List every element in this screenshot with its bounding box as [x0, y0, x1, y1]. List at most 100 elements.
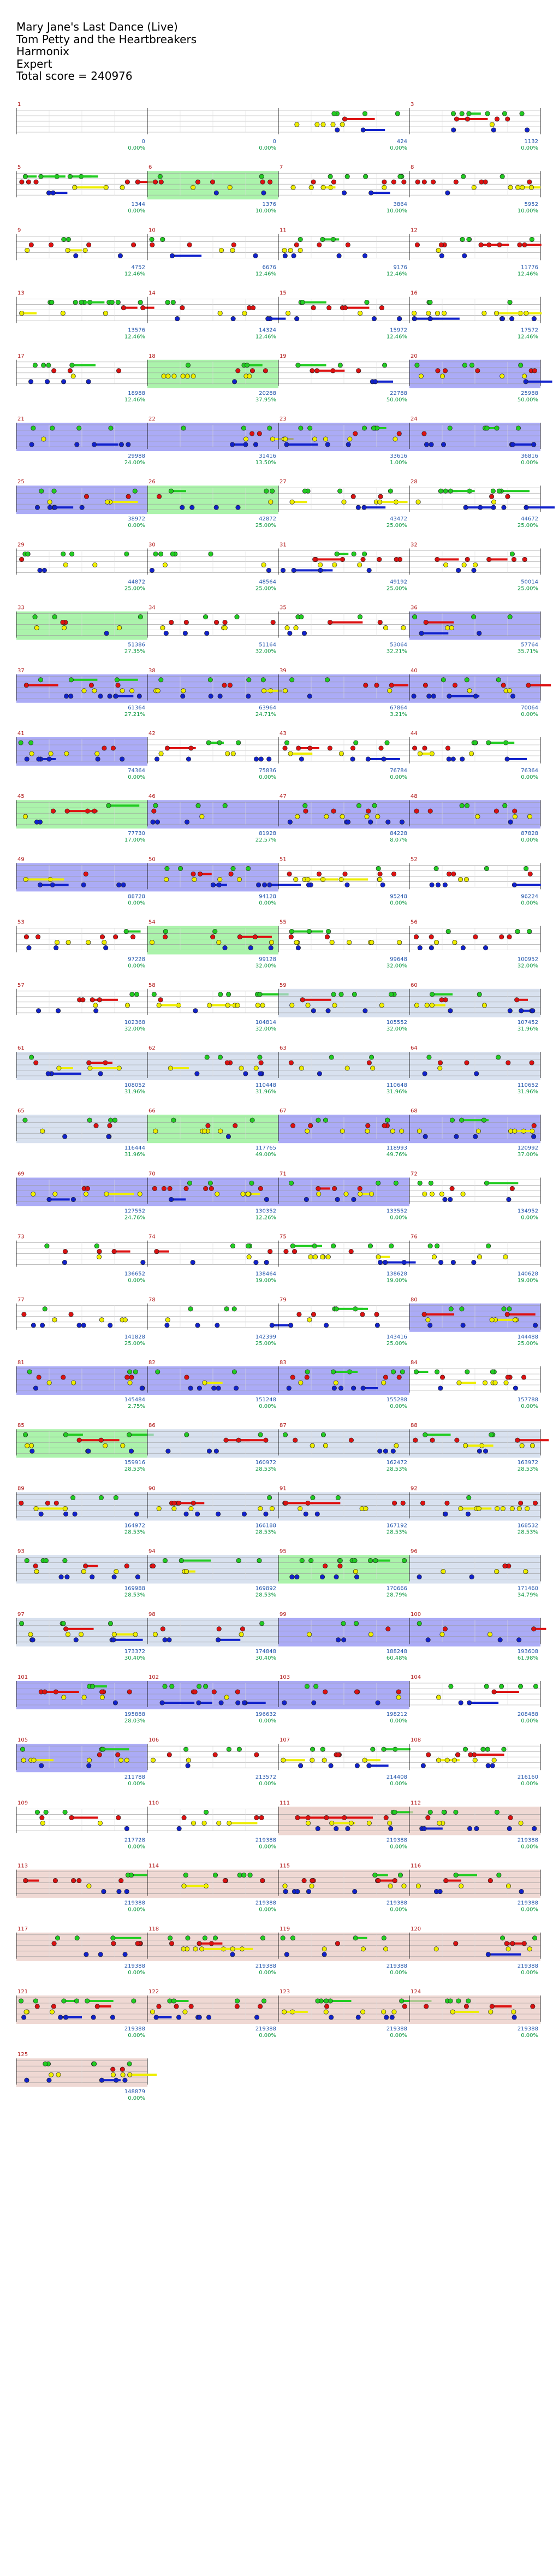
note-gem [316, 1117, 321, 1123]
note-gem [47, 499, 52, 505]
note-gem [489, 122, 495, 127]
note-gem [188, 1306, 193, 1312]
measure-number: 94 [148, 1549, 156, 1555]
note-gem [216, 1626, 222, 1632]
sustain-tail [501, 490, 530, 493]
note-gem [507, 934, 512, 940]
note-gem [40, 1323, 45, 1328]
note-gem [83, 1564, 88, 1569]
note-gem [448, 488, 453, 494]
note-gem [169, 1941, 175, 1946]
note-gem [206, 2015, 212, 2020]
note-gem [22, 1117, 28, 1123]
note-gem [83, 871, 88, 877]
sustain-tail [368, 1764, 389, 1767]
note-gem [86, 1884, 92, 1889]
note-gem [342, 305, 348, 311]
note-gem [424, 1003, 430, 1008]
sustain-tail [156, 2016, 172, 2018]
note-gem [507, 1306, 512, 1312]
note-gem [509, 551, 515, 556]
note-gem [52, 505, 58, 510]
note-gem [324, 1998, 329, 2004]
note-gem [225, 751, 230, 756]
note-gem [261, 688, 267, 694]
note-gem [90, 1684, 96, 1689]
note-gem [335, 1941, 340, 1946]
note-gem [503, 1380, 509, 1385]
note-gem [217, 311, 223, 316]
note-gem [459, 803, 465, 808]
note-gem [421, 1312, 427, 1317]
note-gem [233, 1123, 238, 1128]
note-gem [99, 1317, 104, 1323]
sustain-tail [167, 747, 196, 749]
running-score: 219388 [518, 1963, 538, 1969]
note-gem [441, 677, 446, 683]
note-gem [429, 882, 435, 887]
overdrive-percent: 10.00% [255, 208, 276, 214]
note-gem [41, 363, 46, 368]
note-gem [203, 614, 209, 620]
note-gem [381, 1380, 386, 1385]
note-gem [258, 1432, 263, 1437]
note-gem [439, 1632, 445, 1637]
note-gem [358, 311, 363, 316]
note-gem [139, 1385, 145, 1391]
note-gem [24, 2077, 29, 2083]
measure-number: 124 [411, 1989, 421, 1995]
note-gem [283, 1249, 289, 1254]
measure-number: 117 [17, 1926, 28, 1932]
sustain-tail [437, 558, 459, 561]
note-gem [335, 1495, 341, 1500]
note-gem [258, 2004, 263, 2009]
note-gem [323, 1443, 329, 1448]
running-score: 219388 [255, 1963, 276, 1969]
note-gem [108, 1323, 113, 1328]
note-gem [174, 2004, 179, 2009]
running-score: 136652 [124, 1271, 145, 1277]
note-gem [290, 1243, 295, 1249]
note-gem [354, 1574, 360, 1580]
note-gem [287, 631, 293, 636]
note-gem [389, 992, 394, 997]
measure-number: 81 [17, 1360, 25, 1366]
overdrive-percent: 0.00% [521, 1907, 538, 1913]
note-gem [363, 1506, 368, 1511]
note-gem [34, 1569, 39, 1574]
note-gem [344, 174, 350, 179]
measure-number: 8 [411, 164, 414, 170]
sustain-tail [171, 1502, 205, 1505]
measure-number: 63 [280, 1045, 287, 1051]
note-gem [347, 436, 353, 442]
sustain-tail [298, 364, 326, 366]
note-gem [513, 1385, 518, 1391]
note-gem [348, 1820, 354, 1826]
overdrive-percent: 0.00% [390, 900, 407, 906]
note-gem [288, 934, 294, 940]
note-gem [391, 871, 397, 877]
note-gem [264, 488, 269, 494]
note-gem [244, 363, 250, 368]
note-gem [388, 1826, 394, 1831]
measure-number: 51 [280, 856, 287, 862]
sustain-tail [66, 1434, 83, 1436]
sustain-tail [51, 1073, 81, 1075]
sustain-tail [486, 1182, 519, 1185]
note-gem [137, 1191, 142, 1197]
note-gem [305, 877, 311, 882]
note-gem [499, 1684, 504, 1689]
note-gem [195, 803, 201, 808]
note-gem [488, 2009, 493, 2015]
note-gem [362, 1757, 367, 1763]
note-gem [341, 190, 347, 196]
note-gem [338, 877, 344, 882]
note-gem [43, 1809, 49, 1815]
overdrive-percent: 50.00% [518, 397, 538, 403]
note-gem [367, 1558, 373, 1564]
overdrive-percent: 60.48% [386, 1655, 407, 1661]
note-gem [370, 1065, 376, 1071]
sustain-tail [445, 1879, 461, 1882]
sustain-tail [129, 2074, 157, 2076]
note-gem [400, 1369, 405, 1375]
